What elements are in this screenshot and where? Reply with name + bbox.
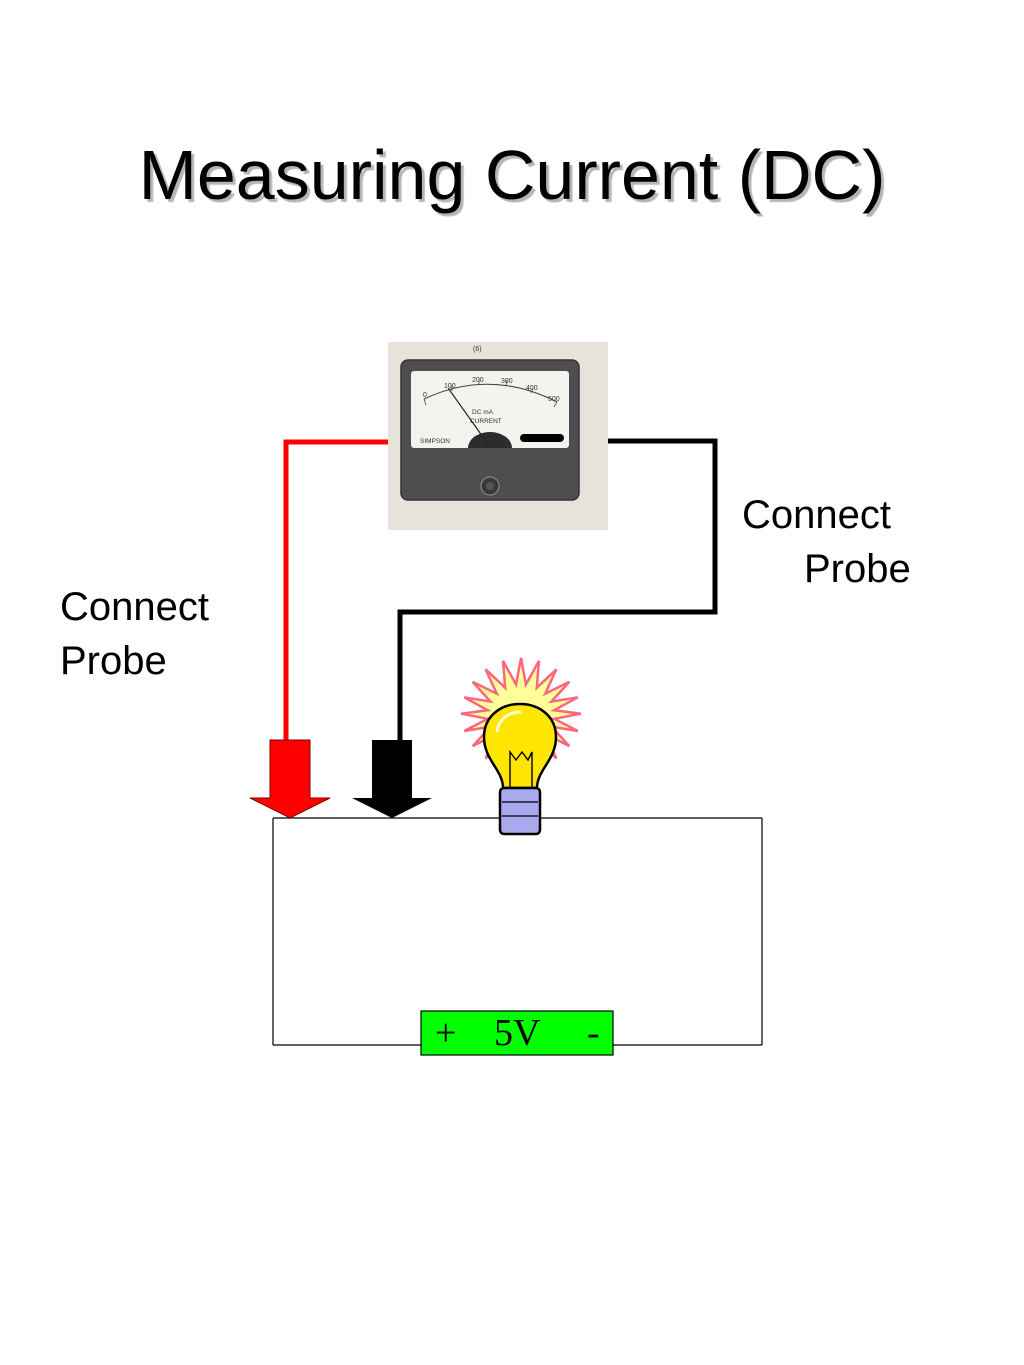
meter-scale-ticks <box>423 379 558 408</box>
battery-label: + 5V - <box>421 1011 613 1055</box>
black-probe-arrow[interactable] <box>352 740 432 818</box>
battery-voltage: 5V <box>494 1012 541 1054</box>
battery-plus-terminal: + <box>435 1012 457 1054</box>
red-probe-lead <box>283 439 388 740</box>
battery-minus-terminal: - <box>587 1012 600 1054</box>
meter-maker-mark: SIMPSON <box>420 438 450 445</box>
red-probe-arrow[interactable] <box>249 739 331 819</box>
meter-caption: CURRENT <box>470 418 502 425</box>
probe-label-right: Connect Probe <box>742 488 911 596</box>
meter-needle <box>447 387 491 448</box>
meter-tick-300: 300 <box>501 378 513 385</box>
black-probe-lead <box>397 438 718 740</box>
meter-tick-400: 400 <box>526 385 538 392</box>
probe-label-left-line2: Probe <box>60 639 167 683</box>
meter-units: DC mA <box>472 409 494 416</box>
probe-label-left-line1: Connect <box>60 585 209 629</box>
meter-tick-100: 100 <box>444 383 456 390</box>
slide-title: Measuring Current (DC) <box>138 136 886 214</box>
meter-tick-200: 200 <box>472 377 484 384</box>
meter-tick-500: 500 <box>548 396 560 403</box>
probe-label-right-line2: Probe <box>804 547 911 591</box>
probe-label-left: Connect Probe <box>60 580 209 688</box>
meter-tick-0: 0 <box>423 392 427 399</box>
meter-figure-tag: (6) <box>473 346 482 353</box>
ammeter-image: (6) 0 100 200 300 400 500 DC mA CURRENT … <box>388 342 608 530</box>
probe-label-right-line1: Connect <box>742 493 891 537</box>
light-bulb-icon <box>482 702 558 836</box>
battery-icon <box>420 1010 614 1056</box>
